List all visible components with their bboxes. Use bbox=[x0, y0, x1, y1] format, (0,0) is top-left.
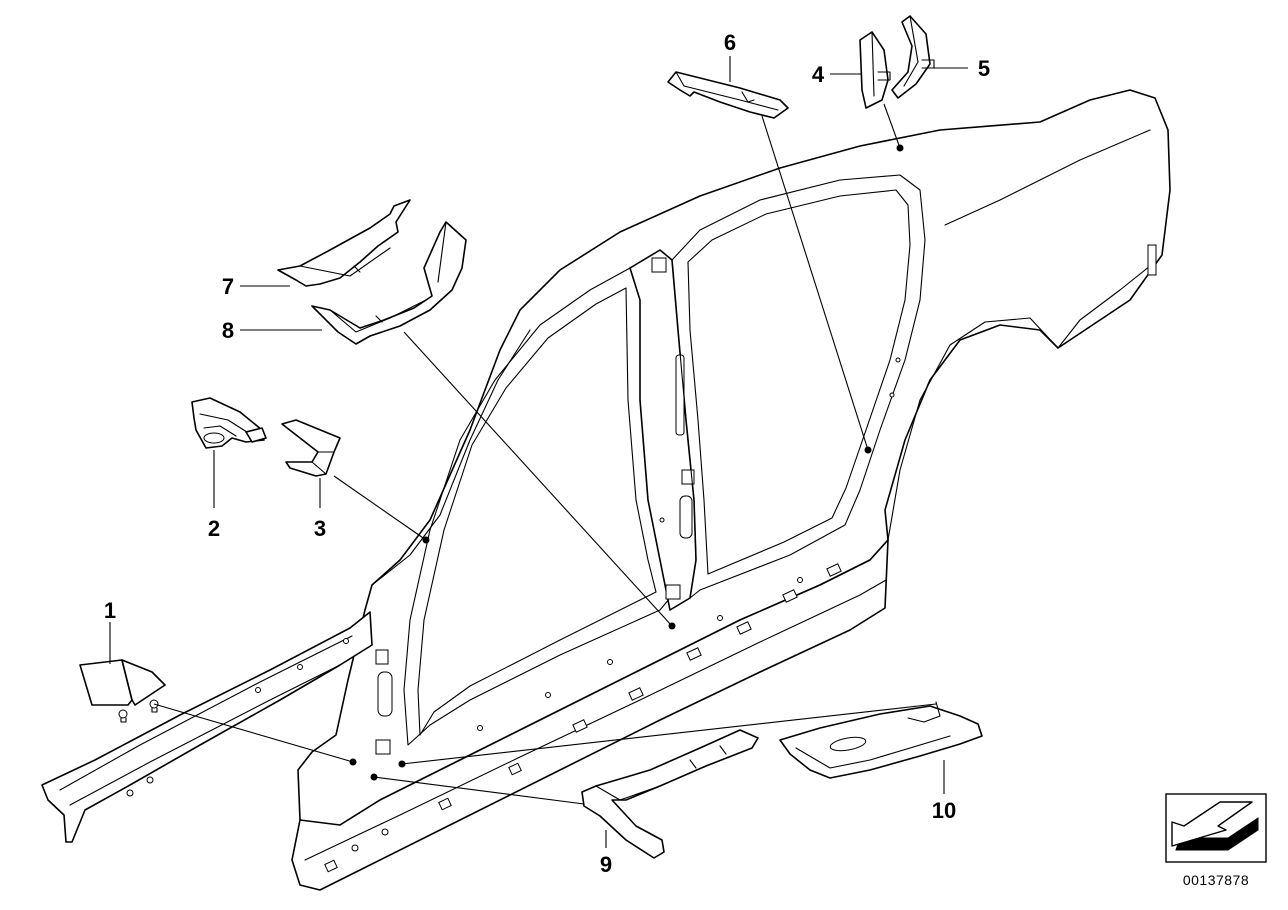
callout-1: 1 bbox=[104, 598, 116, 623]
b-pillar-slot bbox=[675, 354, 685, 436]
callout-7: 7 bbox=[222, 274, 234, 299]
front-sill-inner bbox=[69, 664, 341, 806]
callout-5: 5 bbox=[978, 56, 990, 81]
front-sill-edge bbox=[59, 635, 353, 791]
part-10-sill-plate bbox=[779, 701, 983, 779]
attachment-points bbox=[349, 144, 904, 781]
front-door-opening-inner bbox=[417, 287, 657, 736]
part-2-bracket bbox=[191, 397, 267, 449]
sill-holes bbox=[126, 357, 901, 852]
rear-wheel-arch bbox=[887, 317, 1059, 541]
part-4-trim bbox=[859, 31, 891, 109]
rear-quarter-crease bbox=[944, 129, 1151, 226]
part-8-brace bbox=[311, 221, 467, 345]
callout-3: 3 bbox=[314, 516, 326, 541]
leader-lines bbox=[109, 56, 968, 848]
body-side-frame bbox=[41, 89, 1171, 891]
b-pillar-top-hole bbox=[651, 257, 667, 273]
a-pillar-hole-2 bbox=[375, 739, 391, 755]
b-pillar-bottom-hole bbox=[665, 584, 681, 600]
callout-4: 4 bbox=[812, 62, 825, 87]
callout-2: 2 bbox=[208, 516, 220, 541]
a-pillar-oval bbox=[377, 671, 393, 717]
roof-line bbox=[371, 329, 531, 586]
rear-quarter-lower bbox=[1057, 261, 1156, 349]
body-side-outline bbox=[297, 89, 1171, 841]
part-9-sill-trim bbox=[581, 729, 759, 859]
part-5-trim bbox=[891, 15, 935, 99]
direction-arrow-icon bbox=[1171, 801, 1259, 851]
callout-9: 9 bbox=[600, 852, 612, 877]
document-number: 00137878 bbox=[1183, 872, 1249, 888]
rear-door-opening bbox=[671, 174, 926, 599]
rear-door-opening-inner bbox=[687, 189, 911, 575]
part-3-bracket bbox=[281, 419, 341, 477]
front-sill-extension bbox=[41, 611, 373, 843]
callout-8: 8 bbox=[222, 318, 234, 343]
rear-quarter-slot bbox=[1147, 244, 1157, 276]
a-pillar-hole-1 bbox=[375, 649, 389, 665]
direction-arrow-box[interactable] bbox=[1165, 793, 1267, 863]
callout-10: 10 bbox=[932, 798, 956, 823]
b-pillar-oval bbox=[679, 495, 693, 539]
callout-labels: 1 2 3 4 5 6 7 8 9 10 bbox=[104, 30, 990, 877]
rocker-crease bbox=[304, 579, 887, 861]
callout-6: 6 bbox=[724, 30, 736, 55]
part-7-brace bbox=[277, 199, 411, 287]
rocker-slots bbox=[324, 563, 842, 873]
part-6-reinforcement bbox=[667, 71, 789, 119]
part-1-bracket bbox=[79, 659, 166, 723]
